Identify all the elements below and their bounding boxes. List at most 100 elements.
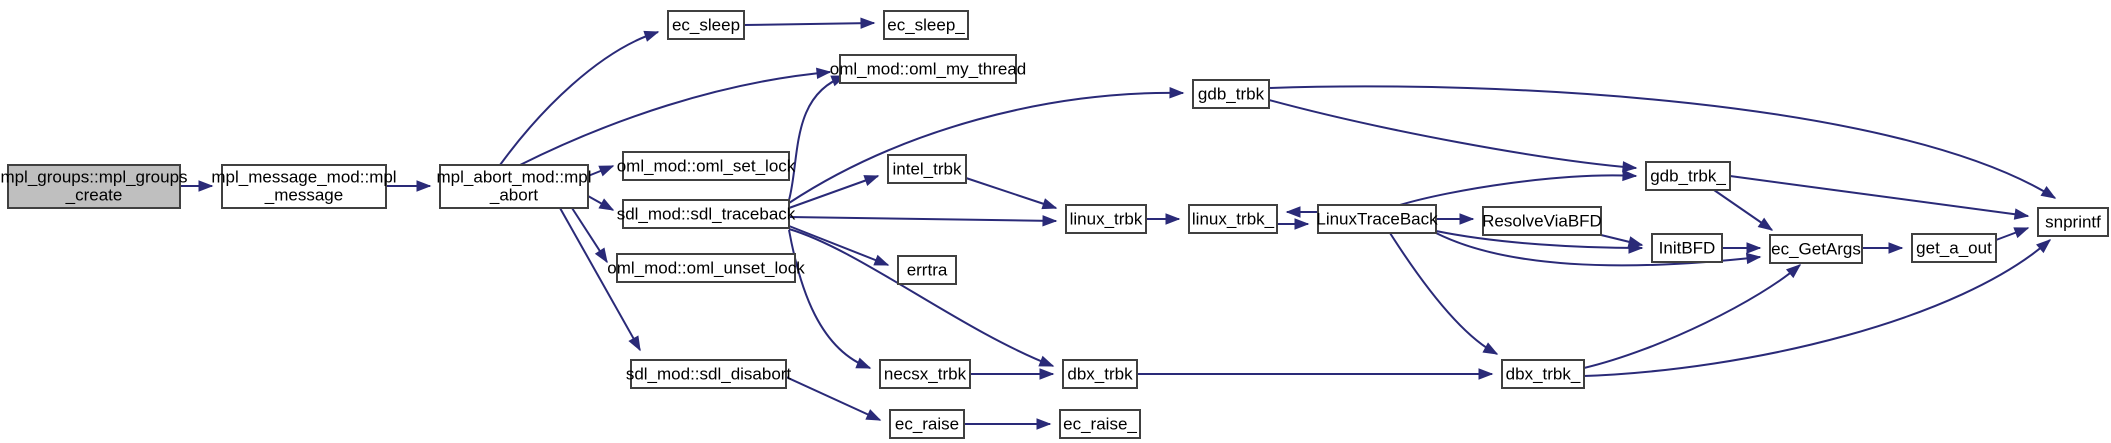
edge-line — [1729, 175, 2029, 217]
edge-mpl_abort-to-sdl_traceback — [587, 195, 615, 211]
edge-arrowhead — [1622, 161, 1638, 173]
node-box[interactable] — [1062, 359, 1138, 389]
edge-gdb_trbk-to-gdb_trbk_ — [1268, 99, 1638, 173]
edge-linux_trbk-to-linux_trbk_ — [1146, 213, 1181, 225]
node-box[interactable] — [1651, 233, 1723, 263]
edge-arrowhead — [1478, 368, 1494, 380]
node-box[interactable] — [1192, 79, 1270, 109]
node-intel_trbk[interactable]: intel_trbk — [887, 154, 967, 184]
node-label: linux_trbk — [1070, 209, 1143, 228]
node-box[interactable] — [667, 10, 745, 40]
node-ec_raise[interactable]: ec_raise — [889, 409, 965, 439]
node-box[interactable] — [883, 10, 969, 40]
node-box[interactable] — [879, 359, 971, 389]
edge-line — [499, 31, 659, 166]
edge-line — [1389, 232, 1498, 355]
node-dbx_trbk[interactable]: dbx_trbk — [1062, 359, 1138, 389]
node-get_a_out[interactable]: get_a_out — [1911, 233, 1997, 263]
node-box[interactable] — [1317, 204, 1437, 234]
node-box[interactable] — [889, 409, 965, 439]
edge-necsx_trbk-to-dbx_trbk — [970, 368, 1055, 380]
node-mpl_abort[interactable]: mpl_abort_mod::mpl_abort — [437, 164, 592, 209]
node-box[interactable] — [887, 154, 967, 184]
edge-gdb_trbk-to-snprintf — [1268, 85, 2057, 199]
node-errtra[interactable]: errtra — [897, 255, 957, 285]
node-gdb_trbk[interactable]: gdb_trbk — [1192, 79, 1270, 109]
edge-arrowhead — [1888, 242, 1904, 254]
edge-line — [1583, 264, 1801, 369]
node-sdl_disabort[interactable]: sdl_mod::sdl_disabort — [626, 359, 792, 389]
node-sdl_traceback[interactable]: sdl_mod::sdl_traceback — [617, 199, 796, 229]
node-label: ec_GetArgs — [1771, 239, 1861, 258]
node-box[interactable] — [1769, 234, 1863, 264]
node-mpl_message[interactable]: mpl_message_mod::mpl_message — [211, 164, 397, 209]
node-box[interactable] — [221, 164, 387, 209]
edge-line — [559, 207, 641, 351]
edge-sdl_traceback-to-errtra — [788, 225, 890, 266]
edge-line — [1435, 230, 1643, 249]
edge-get_a_out-to-snprintf — [1995, 227, 2030, 241]
edge-arrowhead — [1622, 169, 1638, 182]
edge-sdl_traceback-to-intel_trbk — [788, 175, 880, 209]
node-linux_trbk_[interactable]: linux_trbk_ — [1188, 204, 1278, 234]
node-linux_trbk[interactable]: linux_trbk — [1065, 204, 1147, 234]
edge-arrowhead — [1169, 87, 1185, 99]
node-label-line2: _message — [264, 185, 343, 204]
edge-mpl_message-to-mpl_abort — [386, 180, 432, 192]
node-mpl_groups_create[interactable]: mpl_groups::mpl_groups_create — [0, 164, 188, 209]
edge-sdl_traceback-to-dbx_trbk — [788, 228, 1055, 367]
node-box[interactable] — [1188, 204, 1278, 234]
node-box[interactable] — [7, 164, 181, 209]
node-LinuxTraceBack[interactable]: LinuxTraceBack — [1316, 204, 1438, 234]
node-ec_GetArgs[interactable]: ec_GetArgs — [1769, 234, 1863, 264]
node-label: errtra — [907, 260, 948, 279]
node-box[interactable] — [2037, 207, 2109, 237]
edge-InitBFD-to-ec_GetArgs — [1722, 242, 1762, 254]
node-box[interactable] — [622, 151, 790, 181]
node-label: ec_sleep_ — [887, 15, 965, 34]
node-box[interactable] — [839, 54, 1017, 84]
node-box[interactable] — [1059, 409, 1141, 439]
node-box[interactable] — [616, 253, 796, 283]
node-box[interactable] — [1482, 206, 1602, 236]
node-box[interactable] — [622, 199, 790, 229]
node-necsx_trbk[interactable]: necsx_trbk — [879, 359, 971, 389]
node-label-line1: mpl_abort_mod::mpl — [437, 167, 592, 186]
node-box[interactable] — [1501, 359, 1585, 389]
node-box[interactable] — [439, 164, 589, 209]
edge-dbx_trbk-to-dbx_trbk_ — [1137, 368, 1494, 380]
node-label: sdl_mod::sdl_traceback — [617, 204, 796, 223]
node-box[interactable] — [1065, 204, 1147, 234]
edge-arrowhead — [1041, 198, 1058, 210]
edge-line — [785, 376, 881, 421]
node-oml_my_thread[interactable]: oml_mod::oml_my_thread — [830, 54, 1027, 84]
edge-arrowhead — [416, 180, 432, 192]
node-dbx_trbk_[interactable]: dbx_trbk_ — [1501, 359, 1585, 389]
edge-dbx_trbk_-to-snprintf — [1583, 239, 2052, 377]
node-oml_unset_lock[interactable]: oml_mod::oml_unset_lock — [607, 253, 805, 283]
node-box[interactable] — [1645, 161, 1731, 191]
node-box[interactable] — [630, 359, 787, 389]
node-oml_set_lock[interactable]: oml_mod::oml_set_lock — [617, 151, 796, 181]
node-box[interactable] — [897, 255, 957, 285]
node-label: snprintf — [2045, 212, 2101, 231]
edge-arrowhead — [860, 17, 876, 29]
node-ec_raise_[interactable]: ec_raise_ — [1059, 409, 1141, 439]
node-label: ResolveViaBFD — [1482, 211, 1602, 230]
edge-ec_GetArgs-to-get_a_out — [1862, 242, 1904, 254]
edge-mpl_abort-to-ec_sleep — [499, 30, 660, 166]
node-ResolveViaBFD[interactable]: ResolveViaBFD — [1482, 206, 1602, 236]
edge-arrowhead — [2013, 227, 2030, 239]
edge-arrowhead — [1036, 418, 1052, 430]
node-box[interactable] — [1911, 233, 1997, 263]
node-label: ec_sleep — [672, 15, 740, 34]
edge-arrowhead — [863, 175, 880, 186]
node-InitBFD[interactable]: InitBFD — [1651, 233, 1723, 263]
node-label: InitBFD — [1659, 238, 1716, 257]
edge-arrowhead — [1039, 368, 1055, 380]
node-ec_sleep_[interactable]: ec_sleep_ — [883, 10, 969, 40]
node-gdb_trbk_[interactable]: gdb_trbk_ — [1645, 161, 1731, 191]
node-snprintf[interactable]: snprintf — [2037, 207, 2109, 237]
node-ec_sleep[interactable]: ec_sleep — [667, 10, 745, 40]
edge-dbx_trbk_-to-ec_GetArgs — [1583, 264, 1802, 369]
